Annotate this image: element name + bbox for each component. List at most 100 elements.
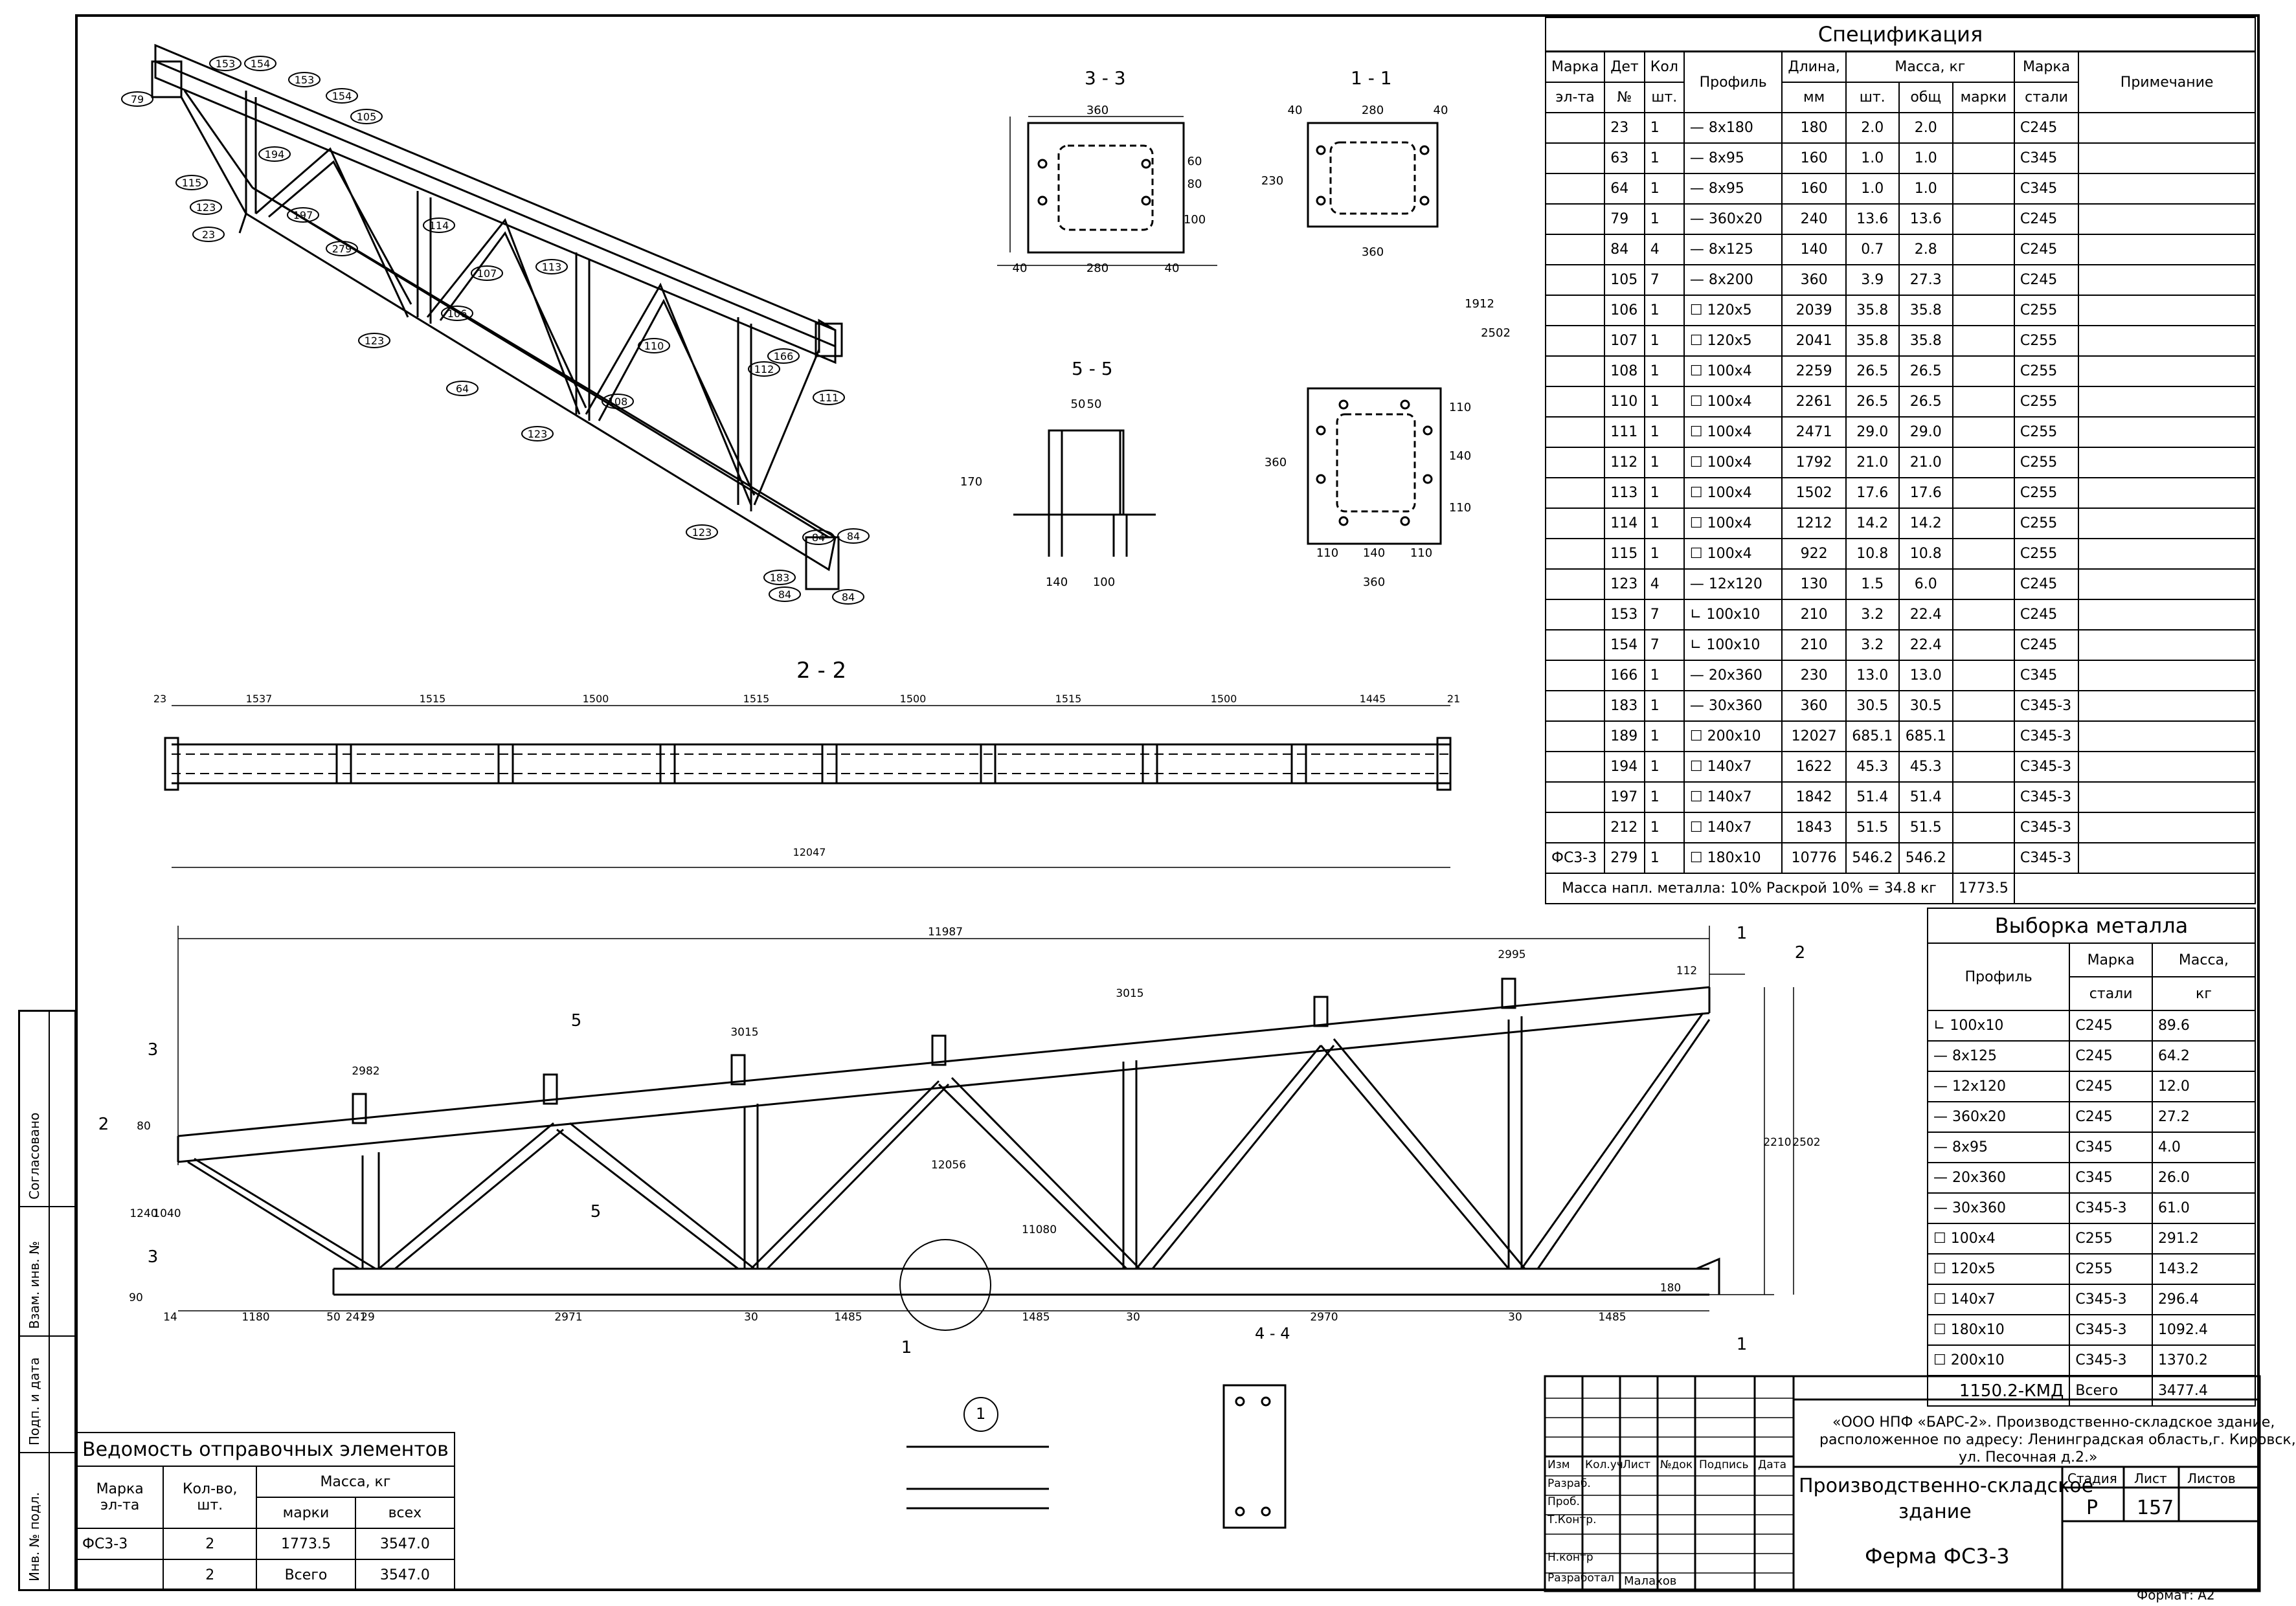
spec-cell-mark-mass — [1952, 477, 2015, 509]
spec-cell-steel: C245 — [2013, 112, 2080, 144]
vyb-cell-profile: ∟ 100х10 — [1926, 1010, 2071, 1042]
svg-text:107: 107 — [477, 267, 497, 280]
stamp-stage-header: Стадия — [2067, 1471, 2117, 1486]
spec-cell-len: 230 — [1781, 660, 1847, 691]
spec-cell-qty: 1 — [1643, 295, 1685, 326]
svg-text:84: 84 — [778, 588, 791, 601]
spec-cell-profile: — 20х360 — [1683, 660, 1783, 691]
svg-text:154: 154 — [251, 58, 271, 70]
spec-cell-note — [2078, 781, 2256, 813]
spec-cell-profile: ∟ 100х10 — [1683, 599, 1783, 630]
spec-cell-note — [2078, 538, 2256, 570]
spec-cell-mt: 35.8 — [1898, 325, 1953, 357]
spec-cell-steel: C245 — [2013, 568, 2080, 600]
spec-cell-note — [2078, 477, 2256, 509]
spec-cell-steel: C255 — [2013, 416, 2080, 448]
spec-cell-qty: 1 — [1643, 720, 1685, 752]
spec-cell-m1: 3.2 — [1845, 629, 1900, 661]
spec-cell-qty: 1 — [1643, 386, 1685, 418]
spec-cell-mark: ФС3-3 — [1544, 842, 1606, 874]
vyb-h-steel2: стали — [2069, 976, 2153, 1011]
stamp-col-1: Кол.уч — [1585, 1458, 1623, 1471]
spec-h-steel2: стали — [2013, 82, 2080, 113]
spec-cell-profile: — 8х95 — [1683, 142, 1783, 174]
spec-cell-steel: C255 — [2013, 477, 2080, 509]
vyb-cell-mass: 296.4 — [2151, 1284, 2257, 1315]
svg-text:112: 112 — [1676, 965, 1697, 977]
spec-h-qty: Кол — [1643, 50, 1685, 83]
section-4-4 — [906, 1384, 1287, 1529]
svg-text:3: 3 — [148, 1247, 159, 1267]
svg-text:100: 100 — [1184, 213, 1206, 227]
vyb-cell-mass: 61.0 — [2151, 1192, 2257, 1224]
spec-cell-mark-mass — [1952, 355, 2015, 387]
spec-cell-m1: 35.8 — [1845, 295, 1900, 326]
spec-cell-mt: 685.1 — [1898, 720, 1953, 752]
svg-text:108: 108 — [608, 396, 628, 408]
svg-text:2: 2 — [98, 1115, 109, 1134]
svg-text:140: 140 — [1449, 449, 1471, 463]
spec-title: Спецификация — [1545, 17, 2256, 52]
ved-row-qty: 2 — [163, 1528, 258, 1560]
spec-cell-len: 2039 — [1781, 295, 1847, 326]
vyb-cell-mass: 12.0 — [2151, 1071, 2257, 1102]
spec-cell-m1: 13.0 — [1845, 660, 1900, 691]
svg-text:115: 115 — [182, 177, 202, 189]
spec-cell-profile: ☐ 100х4 — [1683, 538, 1783, 570]
spec-h-mass-total: общ — [1898, 82, 1953, 113]
spec-cell-mt: 13.0 — [1898, 660, 1953, 691]
spec-cell-steel: C345 — [2013, 173, 2080, 205]
spec-cell-mt: 14.2 — [1898, 507, 1953, 539]
specification-table: Спецификация Марка Дет Кол Профиль Длина… — [1544, 17, 2257, 904]
spec-h-note: Примечание — [2078, 50, 2256, 113]
vyb-cell-steel: C345 — [2069, 1162, 2153, 1194]
svg-text:123: 123 — [365, 335, 385, 347]
spec-cell-mark-mass — [1952, 416, 2015, 448]
spec-cell-mark — [1544, 234, 1606, 265]
spec-cell-profile: — 8х200 — [1683, 264, 1783, 296]
ved-h-mass-mark: марки — [256, 1497, 356, 1529]
view-label-4-4: 4 - 4 — [1255, 1324, 1290, 1343]
spec-cell-m1: 35.8 — [1845, 325, 1900, 357]
spec-cell-mark — [1544, 781, 1606, 813]
ved-h-mass: Масса, кг — [256, 1466, 455, 1498]
spec-cell-len: 1843 — [1781, 812, 1847, 843]
spec-cell-mark-mass — [1952, 690, 2015, 722]
spec-cell-len: 240 — [1781, 203, 1847, 235]
main-truss-dims — [177, 926, 1794, 1311]
svg-text:40: 40 — [1434, 104, 1448, 117]
stamp-col-3: №док — [1660, 1458, 1693, 1471]
spec-cell-m1: 10.8 — [1845, 538, 1900, 570]
stamp-stage: Р — [2086, 1497, 2099, 1519]
spec-cell-note — [2078, 447, 2256, 478]
svg-text:3015: 3015 — [1116, 987, 1143, 1000]
title-block-rows — [1545, 1398, 1794, 1574]
svg-text:153: 153 — [216, 58, 236, 70]
spec-cell-qty: 1 — [1643, 325, 1685, 357]
side-stamp: Согласовано Взам. инв. № Подп. и дата Ин… — [18, 1010, 76, 1591]
spec-cell-len: 1842 — [1781, 781, 1847, 813]
spec-cell-qty: 1 — [1643, 447, 1685, 478]
spec-cell-det: 63 — [1604, 142, 1645, 174]
spec-cell-mark — [1544, 690, 1606, 722]
spec-cell-note — [2078, 720, 2256, 752]
spec-cell-note — [2078, 812, 2256, 843]
svg-text:30: 30 — [744, 1311, 758, 1324]
svg-text:105: 105 — [357, 111, 377, 123]
spec-cell-det: 279 — [1604, 842, 1645, 874]
spec-cell-mark — [1544, 386, 1606, 418]
spec-cell-steel: C345 — [2013, 660, 2080, 691]
ved-title: Ведомость отправочных элементов — [76, 1432, 455, 1467]
spec-cell-det: 123 — [1604, 568, 1645, 600]
spec-cell-mark — [1544, 203, 1606, 235]
spec-cell-steel: C345-3 — [2013, 751, 2080, 783]
spec-cell-profile: ☐ 140х7 — [1683, 812, 1783, 843]
spec-cell-mark-mass — [1952, 386, 2015, 418]
